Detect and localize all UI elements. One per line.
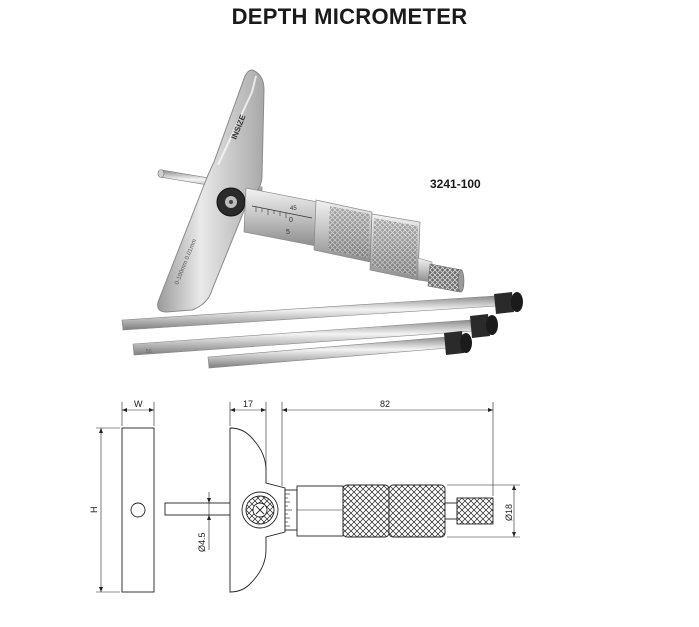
lock-knob[interactable]: [216, 187, 246, 217]
spindle-length-label: 82: [380, 399, 390, 409]
thimble-diameter-label: Ø18: [504, 504, 514, 521]
height-dimension: H: [89, 427, 120, 593]
base-side-view: [121, 427, 155, 593]
product-photo: INSIZE 0-100mm 0.01mm 0 5 45: [121, 69, 523, 369]
page-title: DEPTH MICROMETER: [231, 4, 468, 29]
thimble[interactable]: [313, 199, 421, 281]
micrometer-base: INSIZE 0-100mm 0.01mm: [157, 69, 265, 313]
extension-rod: [207, 331, 472, 369]
ratchet-stop[interactable]: [417, 257, 465, 293]
width-dimension: W: [121, 399, 155, 426]
thimble-digit: 45: [290, 206, 297, 212]
spindle-length-dimension: 82: [281, 399, 494, 496]
micrometer-barrel: 0 5 45: [243, 187, 319, 247]
ratchet-front: [444, 497, 494, 525]
height-label: H: [89, 507, 99, 514]
sleeve-front: [284, 485, 344, 537]
svg-text:50: 50: [146, 349, 152, 355]
extension-rod: 50: [132, 314, 498, 356]
base-offset-dimension: 17: [229, 399, 267, 470]
rod-front-view: [164, 502, 236, 516]
thimble-diameter-dimension: Ø18: [447, 484, 520, 538]
base-offset-label: 17: [243, 399, 253, 409]
rod-diameter-label: Ø4.5: [197, 532, 207, 552]
rod-diameter-dimension: Ø4.5: [197, 492, 211, 552]
thimble-front: [342, 484, 446, 538]
width-label: W: [134, 399, 143, 409]
thimble-digit: 0: [289, 217, 293, 224]
extension-rod: [121, 292, 523, 331]
lock-knob-front: [241, 491, 279, 529]
model-number: 3241-100: [430, 177, 481, 191]
thimble-digit: 5: [286, 229, 290, 236]
technical-drawing: W H Ø4.5: [89, 399, 520, 593]
